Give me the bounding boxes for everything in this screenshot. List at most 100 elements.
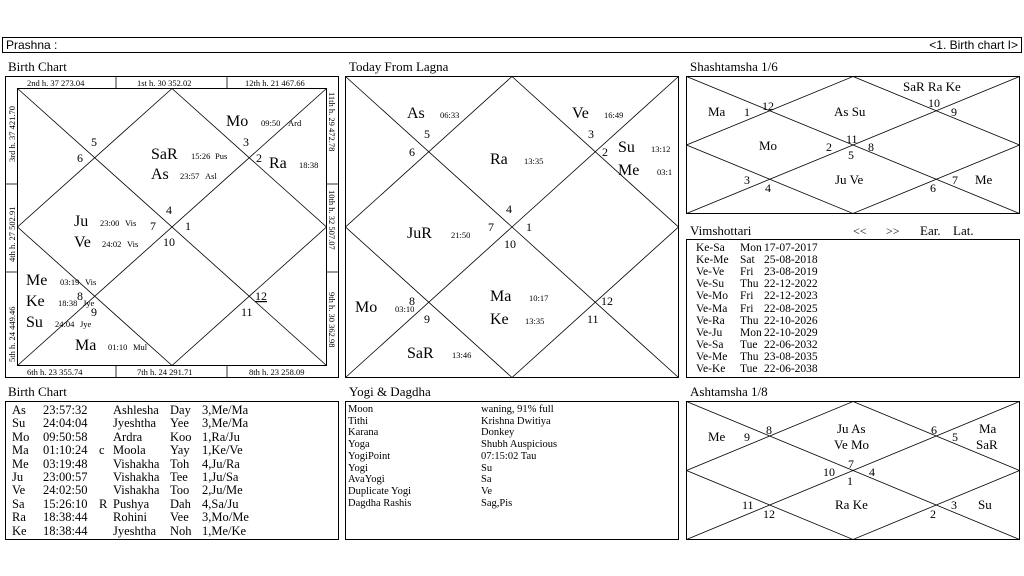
planet-label: Ra xyxy=(490,151,508,168)
yogi-value: Su xyxy=(481,462,493,474)
cell-day: Tee xyxy=(170,470,188,484)
planet-label: As xyxy=(151,166,169,183)
planet-degree: 21:50 xyxy=(451,230,470,240)
cell-p: Ra xyxy=(12,510,26,525)
planet-label: Mo xyxy=(355,299,377,316)
dasha-period: Ve-Mo xyxy=(696,290,728,303)
dasha-day: Mon xyxy=(740,326,762,339)
cell-pada: 3,Me/Ma xyxy=(202,403,249,417)
yogi-dagdha-title: Yogi & Dagdha xyxy=(349,384,431,399)
house-number: 1 xyxy=(185,219,191,233)
house-number: 5 xyxy=(952,430,958,444)
cusp-label: 7th h. 24 291.71 xyxy=(137,367,193,377)
cell-pada: 1,Ju/Sa xyxy=(202,470,239,484)
dasha-date: 22-06-2038 xyxy=(764,363,818,375)
birth-chart-table-title: Birth Chart xyxy=(8,384,67,399)
house-number: 12 xyxy=(762,99,774,113)
planet-degree: 15:26 xyxy=(191,151,210,161)
cell-nak: Pushya xyxy=(113,496,150,511)
cell-deg: 09:50:58 xyxy=(43,429,88,444)
house-number: 1 xyxy=(526,220,532,234)
planet-label: As Su xyxy=(834,104,866,119)
planet-label: As xyxy=(407,105,425,122)
house-number: 4 xyxy=(869,465,875,479)
cell-flag: c xyxy=(99,443,105,458)
yogi-value: Ve xyxy=(481,485,493,497)
house-number: 2 xyxy=(256,151,262,165)
planet-label: Su xyxy=(618,139,635,156)
cusp-label: 9th h. 30 362.98 xyxy=(327,292,337,348)
cell-nak: Rohini xyxy=(113,510,148,525)
shashtamsha-title: Shashtamsha 1/6 xyxy=(690,59,778,74)
cell-deg: 18:38:44 xyxy=(43,510,88,525)
house-number: 1 xyxy=(744,105,750,119)
yogi-key: Dagdha Rashis xyxy=(348,497,412,509)
house-number: 8 xyxy=(868,140,874,154)
planet-degree: 13:35 xyxy=(524,156,543,166)
cell-nak: Moola xyxy=(113,443,146,458)
dasha-period: Ve-Ke xyxy=(696,363,726,375)
planet-degree: 13:12 xyxy=(651,144,670,154)
yogi-key: Karana xyxy=(348,427,379,439)
vimshottari-later-button[interactable]: Lat. xyxy=(953,223,974,238)
cusp-label: 4th h. 27 502.91 xyxy=(7,207,17,263)
house-number: 10 xyxy=(163,235,175,249)
cell-p: Ju xyxy=(12,470,24,484)
dasha-date: 23-08-2035 xyxy=(764,350,818,363)
house-number: 7 xyxy=(488,220,494,234)
planet-label: Ve xyxy=(74,234,91,251)
ashtamsha-diagram: 8 9 6 5 7 10 4 1 11 12 2 3 Me Ju As Ve M… xyxy=(686,401,1020,540)
cell-pada: 3,Me/Ma xyxy=(202,416,249,431)
planet-label: Ma xyxy=(75,337,96,354)
house-number: 4 xyxy=(506,202,512,216)
cusp-label: 6th h. 23 355.74 xyxy=(27,367,83,377)
dasha-period: Ve-Me xyxy=(696,350,728,363)
planet-degree: 03:1 xyxy=(657,167,672,177)
planet-degree: 18:38 xyxy=(58,298,77,308)
planet-degree: 24:04 xyxy=(55,319,75,329)
cusp-label: 10th h. 32 507.07 xyxy=(327,190,337,250)
planet-degree: 24:02 xyxy=(102,239,121,249)
planet-degree: 09:50 xyxy=(261,118,280,128)
yogi-key: Moon xyxy=(348,404,374,415)
house-number: 1 xyxy=(847,474,853,488)
cell-day: Toh xyxy=(170,456,190,471)
house-number: 4 xyxy=(765,181,771,195)
vimshottari-next-button[interactable]: >> xyxy=(886,224,900,238)
house-number: 8 xyxy=(77,289,83,303)
cell-pada: 4,Sa/Ju xyxy=(202,496,239,511)
dasha-period: Ve-Ve xyxy=(696,266,725,279)
house-number: 6 xyxy=(930,181,936,195)
dasha-date: 23-08-2019 xyxy=(764,266,818,279)
planet-label: Me xyxy=(618,162,639,179)
dasha-day: Mon xyxy=(740,242,762,254)
dasha-period: Ve-Sa xyxy=(696,338,724,351)
cell-nak: Jyeshtha xyxy=(113,523,157,538)
yogi-value: Sag,Pis xyxy=(481,497,513,509)
dasha-day: Fri xyxy=(740,266,754,279)
planet-label: Ke xyxy=(26,293,45,310)
cusp-label: 12th h. 21 467.66 xyxy=(245,78,305,88)
vimshottari-title: Vimshottari xyxy=(690,223,752,238)
house-number: 8 xyxy=(766,423,772,437)
house-number: 2 xyxy=(930,507,936,521)
vimshottari-earlier-button[interactable]: Ear. xyxy=(920,223,941,238)
dasha-day: Sat xyxy=(740,254,755,267)
dasha-day: Thu xyxy=(740,350,759,363)
planet-label: Me xyxy=(975,172,993,187)
dasha-period: Ve-Su xyxy=(696,278,725,291)
planet-degree: 18:38 xyxy=(299,160,318,170)
cell-p: As xyxy=(12,403,26,417)
vimshottari-prev-button[interactable]: << xyxy=(853,224,867,238)
dasha-date: 22-12-2023 xyxy=(764,290,818,303)
cusp-label: 8th h. 23 258.09 xyxy=(249,367,305,377)
planet-label: Ju Ve xyxy=(835,172,864,187)
birth-chart-nav[interactable]: <1. Birth chart I> xyxy=(929,38,1018,52)
cell-deg: 24:04:04 xyxy=(43,416,88,431)
cell-deg: 15:26:10 xyxy=(43,496,88,511)
yogi-value: 07:15:02 Tau xyxy=(481,450,537,462)
